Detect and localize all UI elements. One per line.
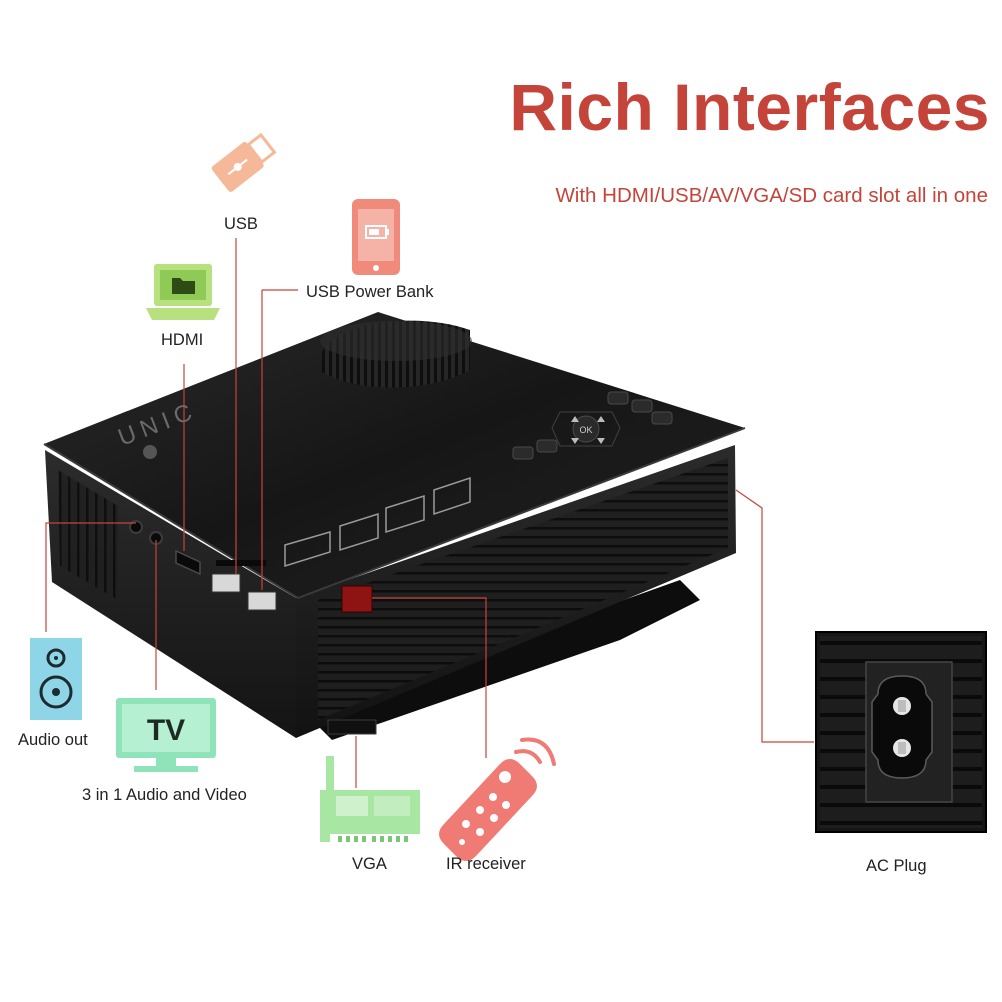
speaker-icon bbox=[30, 638, 82, 720]
side-vents bbox=[318, 458, 728, 720]
remote-control-icon bbox=[439, 737, 556, 861]
phone-battery-icon bbox=[352, 199, 400, 275]
port-panel bbox=[129, 520, 277, 611]
subheadline: With HDMI/USB/AV/VGA/SD card slot all in… bbox=[555, 184, 988, 207]
laptop-folder-icon bbox=[146, 264, 220, 320]
ir-window bbox=[341, 585, 373, 613]
vga-card-icon bbox=[320, 756, 420, 842]
headline: Rich Interfaces bbox=[509, 70, 990, 144]
vga-label: VGA bbox=[352, 855, 387, 873]
usb-power-bank-label: USB Power Bank bbox=[306, 283, 434, 301]
ok-key-label: OK bbox=[579, 425, 592, 435]
vga-port bbox=[327, 719, 377, 735]
hdmi-label: HDMI bbox=[161, 331, 204, 349]
audio-out-label: Audio out bbox=[18, 731, 88, 749]
callout-lines bbox=[45, 238, 814, 788]
tv-icon: TV bbox=[116, 698, 216, 772]
ac-plug-label: AC Plug bbox=[866, 857, 927, 875]
usb-stick-icon bbox=[211, 132, 277, 192]
front-vents-left bbox=[58, 470, 118, 600]
av-label: 3 in 1 Audio and Video bbox=[82, 786, 247, 804]
control-panel: OK bbox=[512, 391, 673, 460]
ir-receiver-label: IR receiver bbox=[446, 855, 526, 873]
feature-badges bbox=[284, 476, 471, 568]
tv-screen-text: TV bbox=[147, 714, 185, 747]
focus-knob bbox=[320, 320, 472, 388]
usb-label: USB bbox=[224, 215, 258, 233]
ac-plug-inset bbox=[815, 631, 987, 833]
